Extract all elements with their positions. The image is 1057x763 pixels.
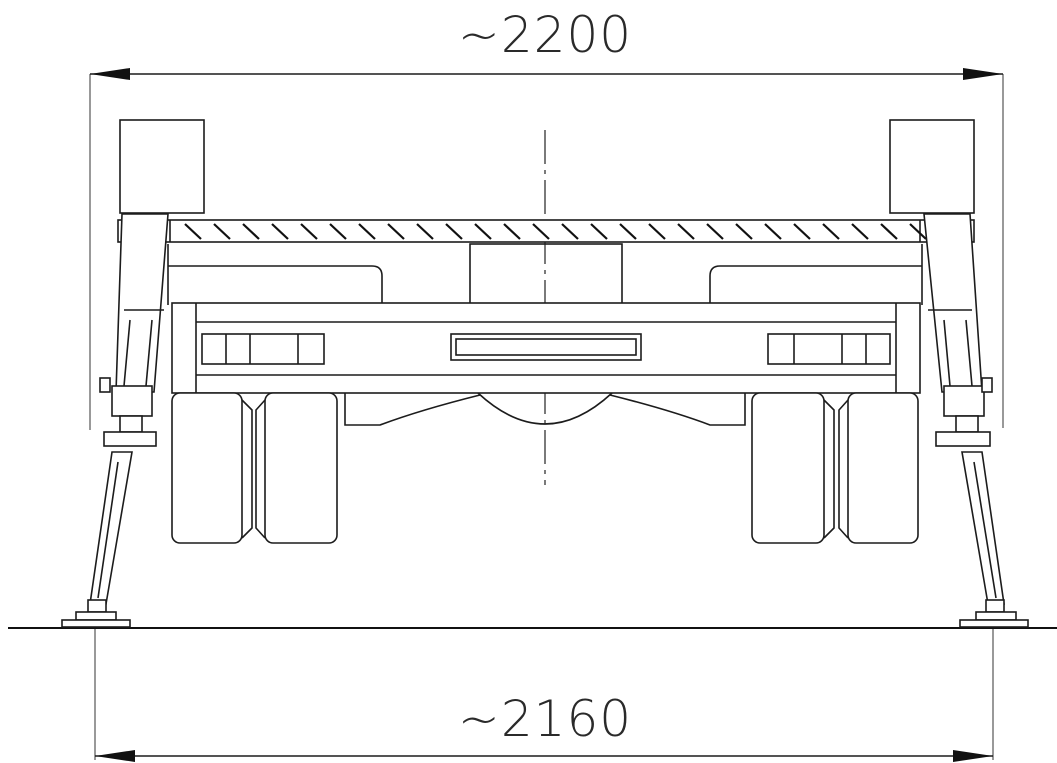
- wheel-right-gap: [823, 399, 835, 539]
- right-upper-box: [889, 119, 975, 214]
- tail-light-left: [201, 333, 325, 365]
- chassis-right-rail: [709, 265, 922, 305]
- wheel-left-inner: [264, 392, 338, 544]
- hatch-stroke: [213, 223, 231, 240]
- hatch-stroke: [503, 223, 521, 240]
- wheel-left-gap: [241, 399, 253, 539]
- axle-housing: [344, 392, 746, 426]
- bottom-dimension-label: ~2160: [458, 690, 632, 748]
- wheels-left: [171, 392, 338, 544]
- left-valve: [99, 377, 111, 393]
- hatch-stroke: [735, 223, 753, 240]
- hatch-stroke: [909, 223, 927, 240]
- top-dim-arrow-left: [90, 68, 130, 80]
- hatch-stroke: [619, 223, 637, 240]
- top-dim-arrow-right: [963, 68, 1003, 80]
- right-cylinder-head: [943, 385, 985, 417]
- left-upper-foot: [103, 431, 157, 447]
- platform-beam-outline: [117, 219, 975, 243]
- hatch-stroke: [271, 223, 289, 240]
- chassis-centre-block: [469, 243, 623, 306]
- hatch-stroke: [300, 223, 318, 240]
- hatch-stroke: [532, 223, 550, 240]
- right-lower-leg: [961, 451, 1005, 605]
- left-outrigger-lower: [61, 451, 133, 628]
- wheel-left-outer: [171, 392, 243, 544]
- hatch-stroke: [184, 223, 202, 240]
- bottom-dim-arrow-left: [95, 750, 135, 762]
- license-plate: [450, 333, 642, 361]
- hatch-stroke: [387, 223, 405, 240]
- wheel-right-outer: [847, 392, 919, 544]
- left-upper-box: [119, 119, 205, 214]
- hatch-stroke: [706, 223, 724, 240]
- top-dimension-label: ~2200: [458, 6, 632, 64]
- left-lower-leg: [89, 451, 133, 605]
- left-outrigger-upper: [99, 213, 169, 447]
- bottom-dim-arrow-right: [953, 750, 993, 762]
- left-upper-cylinder: [115, 213, 169, 393]
- right-valve: [981, 377, 993, 393]
- wheel-right-inner: [751, 392, 825, 544]
- differential: [477, 392, 613, 425]
- hatch-stroke: [474, 223, 492, 240]
- hatch-stroke: [358, 223, 376, 240]
- axle-left: [344, 393, 481, 426]
- hatch-stroke: [242, 223, 260, 240]
- platform-beam: [117, 219, 975, 243]
- right-outrigger-lower: [959, 451, 1029, 628]
- axle-right: [609, 393, 746, 426]
- wheels-right: [751, 392, 919, 544]
- hatch-stroke: [880, 223, 898, 240]
- rear-bumper-outline: [171, 302, 921, 394]
- hatch-stroke: [648, 223, 666, 240]
- hatch-stroke: [677, 223, 695, 240]
- license-plate-inner: [455, 338, 637, 356]
- hatch-stroke: [764, 223, 782, 240]
- hatch-stroke: [590, 223, 608, 240]
- hatch-stroke: [416, 223, 434, 240]
- right-upper-foot: [935, 431, 991, 447]
- right-ground-pad: [959, 619, 1029, 628]
- hatch-stroke: [329, 223, 347, 240]
- top-dimension: ~2200: [89, 6, 1004, 430]
- right-outrigger-upper: [923, 213, 993, 447]
- chassis-left-rail: [168, 265, 383, 305]
- hatch-stroke: [445, 223, 463, 240]
- hatch-stroke: [793, 223, 811, 240]
- left-ground-pad: [61, 619, 131, 628]
- rear-bumper: [171, 302, 921, 394]
- left-cylinder-head: [111, 385, 153, 417]
- hatch-stroke: [822, 223, 840, 240]
- tail-light-right: [767, 333, 891, 365]
- hatch-stroke: [851, 223, 869, 240]
- hatch-stroke: [561, 223, 579, 240]
- bottom-dimension: ~2160: [94, 628, 994, 762]
